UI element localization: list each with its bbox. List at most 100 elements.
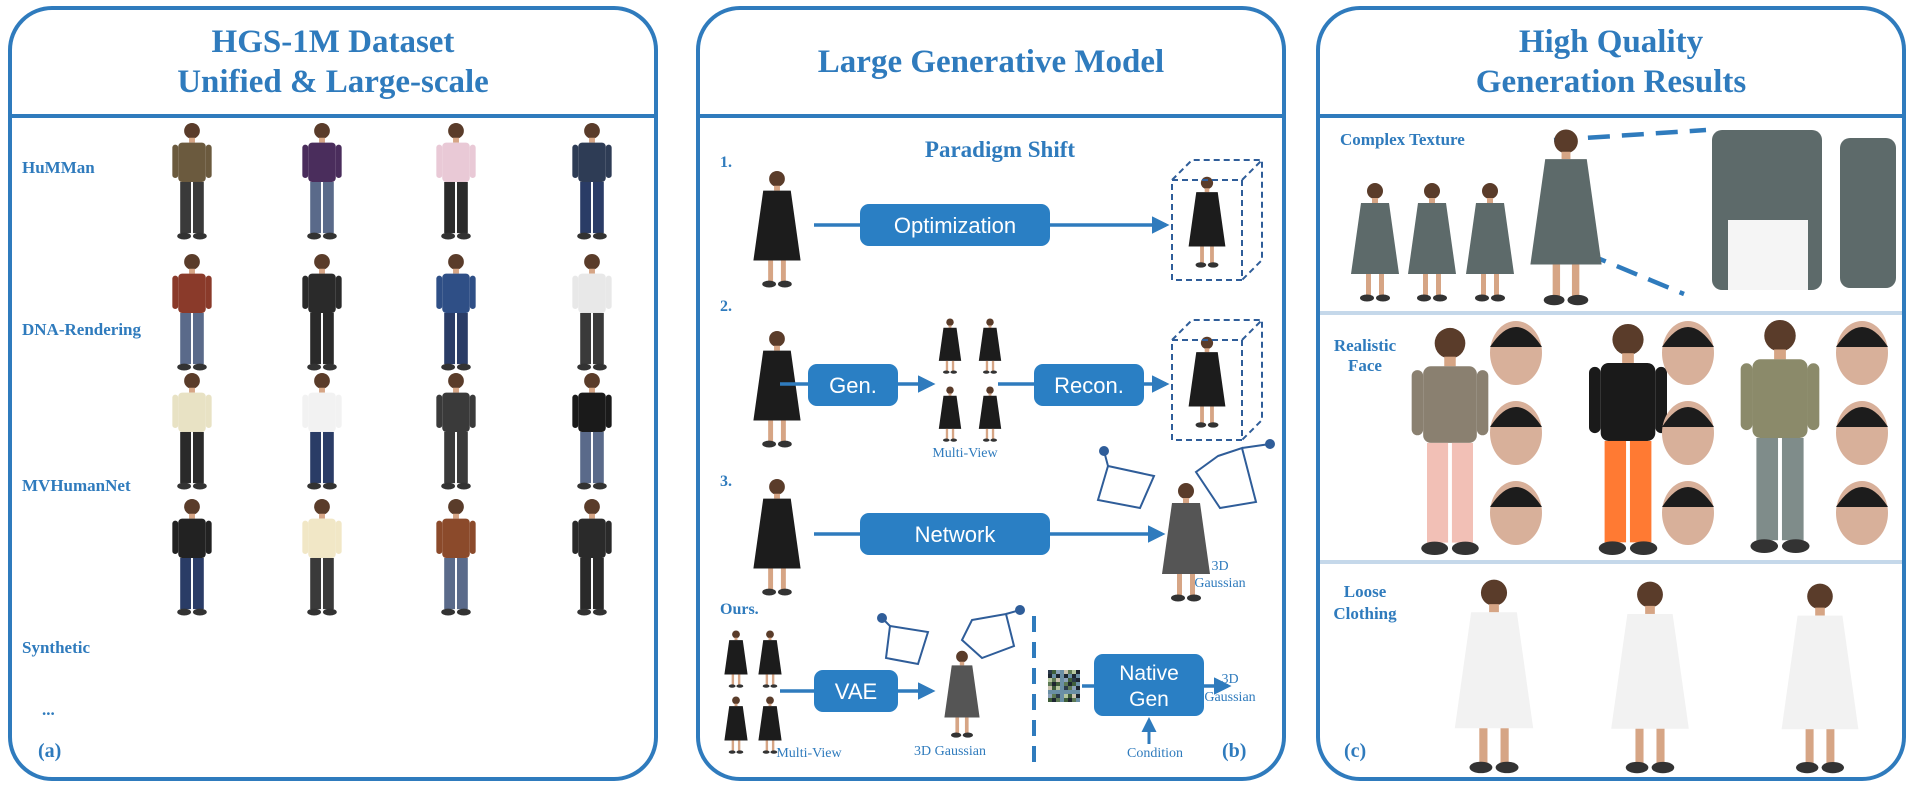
dataset-person-2-1 — [302, 372, 342, 490]
ours-camera-left — [877, 613, 930, 666]
native-gen-label-1: Native — [1119, 662, 1179, 685]
loose-clothing-view-3 — [1781, 583, 1859, 774]
dataset-person-0-1 — [302, 122, 342, 240]
panel-c-header: High Quality Generation Results — [1320, 10, 1902, 118]
ours-camera-right — [960, 605, 1025, 660]
realistic-face-label-2: Face — [1348, 356, 1382, 375]
latent-noise-patch — [1048, 670, 1080, 702]
results-figures — [1351, 127, 1896, 774]
ours-label: Ours. — [720, 601, 759, 618]
step-2-output-person — [1188, 336, 1226, 428]
optimization-box — [860, 204, 1050, 246]
step-1-number: 1. — [720, 154, 732, 171]
native-gen-label-2: Gen — [1129, 688, 1169, 711]
dataset-person-1-2 — [436, 253, 476, 371]
ours-multiview-caption: Multi-View — [776, 746, 842, 761]
dataset-person-0-3 — [572, 122, 612, 240]
realistic-face-label-1: Realistic — [1333, 336, 1397, 355]
recon-label: Recon. — [1054, 373, 1124, 398]
panel-c-title-line2: Generation Results — [1475, 64, 1747, 100]
texture-view-1 — [1351, 183, 1399, 302]
panel-b-tag: (b) — [1222, 740, 1247, 762]
texture-zoom-skirt — [1728, 220, 1808, 290]
section-divider-1 — [1320, 311, 1902, 315]
paradigm-shift-title: Paradigm Shift — [924, 137, 1076, 162]
row-label-humman: HuMMan — [22, 158, 95, 177]
texture-view-2 — [1408, 183, 1456, 302]
paradigm-diagram: Optimization Gen. Recon. Network — [724, 159, 1275, 770]
dataset-person-2-3 — [572, 372, 612, 490]
panel-c-tag: (c) — [1344, 740, 1367, 762]
native-gen-box — [1094, 654, 1204, 716]
dataset-person-2-2 — [436, 372, 476, 490]
panel-a-tag: (a) — [38, 740, 62, 762]
ours-view-3 — [758, 696, 782, 754]
ours-view-0 — [724, 630, 748, 688]
dataset-person-3-0 — [172, 498, 212, 616]
dataset-person-3-2 — [436, 498, 476, 616]
step-2-view-3 — [978, 386, 1002, 442]
step-3-gaussian-caption-1: 3D — [1211, 559, 1229, 574]
step-2-number: 2. — [720, 298, 732, 315]
step-1-input-person — [753, 170, 801, 288]
zoom-lines — [1553, 127, 1707, 297]
panel-a-title-line2: Unified & Large-scale — [177, 64, 489, 100]
step-2-view-0 — [938, 318, 962, 374]
step-1-output-person — [1188, 176, 1226, 268]
dataset-figure-grid — [172, 122, 612, 616]
gen-label: Gen. — [829, 373, 877, 398]
row-label-mvhumannet: MVHumanNet — [22, 476, 131, 495]
face-subject-1 — [1411, 327, 1489, 556]
dataset-person-3-3 — [572, 498, 612, 616]
panel-results: High Quality Generation Results Complex … — [1316, 6, 1906, 781]
step-3-gaussian-caption-2: Gaussian — [1194, 576, 1246, 591]
step-2-multiview-caption: Multi-View — [932, 446, 998, 461]
face-subject-2 — [1589, 323, 1667, 556]
complex-texture-label: Complex Texture — [1340, 130, 1465, 149]
step-1-3d-box — [1171, 159, 1263, 281]
loose-clothing-label-2: Clothing — [1333, 604, 1397, 623]
dataset-person-1-3 — [572, 253, 612, 371]
network-label: Network — [915, 522, 997, 547]
step-3-output-person — [1162, 483, 1210, 602]
step-3-number: 3. — [720, 473, 732, 490]
texture-view-3 — [1466, 183, 1514, 302]
section-divider-2 — [1320, 560, 1902, 564]
panel-a-header: HGS-1M Dataset Unified & Large-scale — [12, 10, 654, 118]
step-2-3d-box — [1171, 319, 1263, 441]
dataset-person-1-0 — [172, 253, 212, 371]
loose-clothing-view-2 — [1611, 581, 1689, 774]
vae-label: VAE — [835, 679, 877, 704]
dataset-person-1-1 — [302, 253, 342, 371]
texture-zoom-side — [1840, 138, 1896, 288]
panel-a-title-line1: HGS-1M Dataset — [211, 24, 455, 60]
loose-clothing-view-1 — [1454, 579, 1534, 774]
ours-view-2 — [724, 696, 748, 754]
network-box — [860, 513, 1050, 555]
optimization-label: Optimization — [894, 213, 1016, 238]
step-3-camera-left — [1096, 446, 1156, 510]
row-label-ellipsis: ... — [42, 700, 55, 719]
dataset-person-0-0 — [172, 122, 212, 240]
ours-3d-gaussian-caption: 3D Gaussian — [914, 744, 986, 759]
ours-view-1 — [758, 630, 782, 688]
recon-box — [1034, 364, 1144, 406]
vae-box — [814, 670, 898, 712]
loose-clothing-label-1: Loose — [1343, 582, 1387, 601]
dataset-person-0-2 — [436, 122, 476, 240]
face-subject-3 — [1740, 319, 1820, 554]
texture-main-view — [1530, 129, 1602, 306]
dataset-person-3-1 — [302, 498, 342, 616]
panel-c-title-line1: High Quality — [1518, 24, 1704, 60]
dataset-person-2-0 — [172, 372, 212, 490]
step-3-camera-right — [1194, 439, 1275, 510]
ours-gaussian-person — [944, 650, 980, 738]
step-2-view-1 — [978, 318, 1002, 374]
row-label-synthetic: Synthetic — [22, 638, 90, 657]
row-label-dna-rendering: DNA-Rendering — [22, 320, 141, 339]
step-3-input-person — [753, 478, 801, 596]
panel-b-header: Large Generative Model — [700, 10, 1282, 118]
step-2-view-2 — [938, 386, 962, 442]
panel-model: Large Generative Model Paradigm Shift 1.… — [696, 6, 1286, 781]
step-2-input-person — [753, 330, 801, 448]
